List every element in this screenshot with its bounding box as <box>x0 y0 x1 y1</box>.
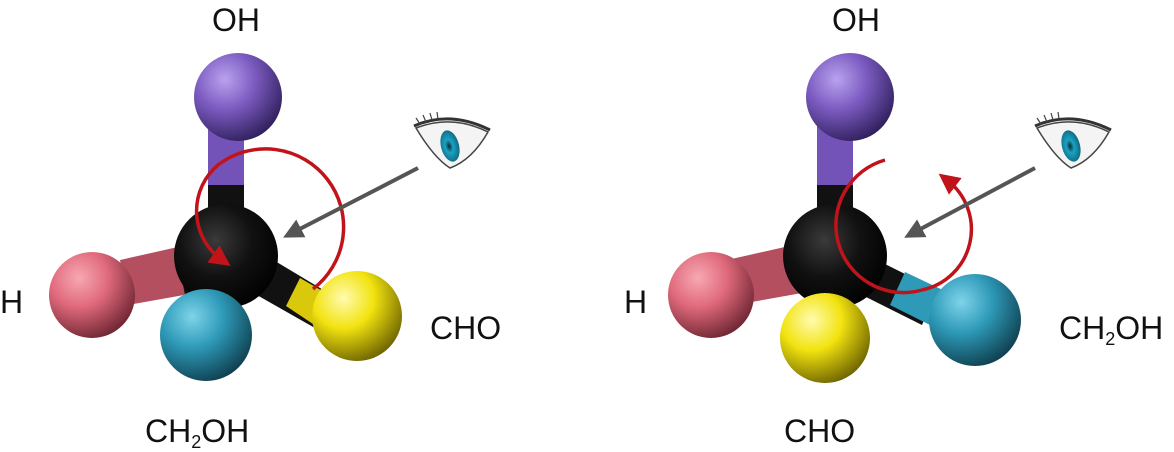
bottom-label: CH2OH <box>145 413 250 451</box>
ch2oh-atom <box>929 274 1021 366</box>
bottom-label-end: OH <box>201 413 250 449</box>
sight-line-arrow-icon <box>283 166 419 238</box>
eye-icon <box>413 111 491 169</box>
oh-atom <box>806 53 894 141</box>
right-label: CH2OH <box>1059 310 1164 348</box>
top-label: OH <box>832 2 880 38</box>
circular-arrow-icon <box>834 158 974 295</box>
oh-atom <box>194 53 282 141</box>
eye-icon <box>1034 111 1112 169</box>
h-atom <box>668 252 754 338</box>
circular-arrow-icon <box>194 147 346 291</box>
left-label: H <box>0 284 24 320</box>
right-label: CHO <box>430 310 502 346</box>
cho-atom <box>312 271 402 361</box>
top-label: OH <box>212 2 260 38</box>
bottom-label-sub: 2 <box>191 432 202 452</box>
bottom-label: CHO <box>784 413 856 449</box>
ch2oh-atom <box>160 289 252 381</box>
right-label-main: CH <box>1059 310 1106 346</box>
right-label-end: OH <box>1115 310 1164 346</box>
right-label-sub: 2 <box>1105 329 1116 349</box>
sight-line-arrow-icon <box>904 166 1036 238</box>
cho-atom <box>780 293 870 383</box>
bottom-label-main: CH <box>145 413 192 449</box>
carbon-atom <box>783 204 887 308</box>
h-atom <box>49 252 135 338</box>
left-molecule-drawing <box>49 53 491 381</box>
left-label: H <box>624 284 648 320</box>
right-molecule-drawing <box>668 53 1112 383</box>
left-molecule-panel: OH H CHO CH2OH <box>0 2 502 451</box>
right-molecule-panel: OH H CH2OH CHO <box>587 0 1174 452</box>
